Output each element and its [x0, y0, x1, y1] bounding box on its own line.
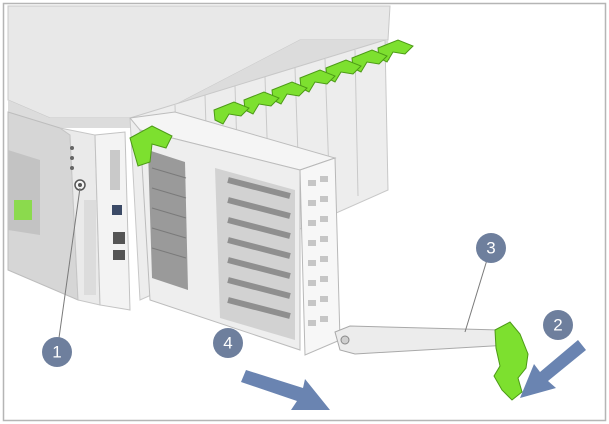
status-led [70, 146, 74, 150]
usb-port [112, 205, 122, 215]
callout-4-badge [213, 328, 243, 358]
callout-2-badge [543, 310, 573, 340]
release-button-center [78, 183, 82, 187]
callout-3: 3 [476, 233, 506, 263]
callout-2: 2 [543, 310, 573, 340]
callout-3-number: 3 [486, 239, 495, 258]
management-module [94, 131, 131, 311]
callout-2-number: 2 [553, 316, 562, 335]
callout-4-number: 4 [223, 334, 232, 353]
installed-latches [213, 39, 414, 125]
callout-1-leader [57, 187, 81, 346]
status-led [70, 156, 74, 160]
faceplate-vents [308, 176, 328, 326]
extracted-blade-latch [129, 125, 173, 167]
lever-release-latch [493, 321, 529, 401]
callout-4: 4 [213, 328, 243, 358]
network-port [113, 250, 125, 260]
module-vent [110, 150, 120, 190]
blade-memory-modules [215, 168, 295, 340]
status-led [70, 166, 74, 170]
chassis-side-window [8, 150, 40, 235]
pull-out-arrow [241, 370, 330, 410]
vent-perforations [84, 200, 96, 295]
network-port [113, 232, 125, 244]
chassis-top-edge [8, 40, 390, 128]
callout-1: 1 [42, 337, 72, 367]
blade-heatsink [148, 150, 188, 290]
chassis-inner-green [14, 200, 32, 220]
callout-3-badge [476, 233, 506, 263]
lever-pivot [340, 335, 350, 345]
callout-3-leader [464, 249, 491, 333]
press-latch-arrow [520, 340, 586, 398]
callout-1-number: 1 [52, 343, 61, 362]
callout-1-badge [42, 337, 72, 367]
